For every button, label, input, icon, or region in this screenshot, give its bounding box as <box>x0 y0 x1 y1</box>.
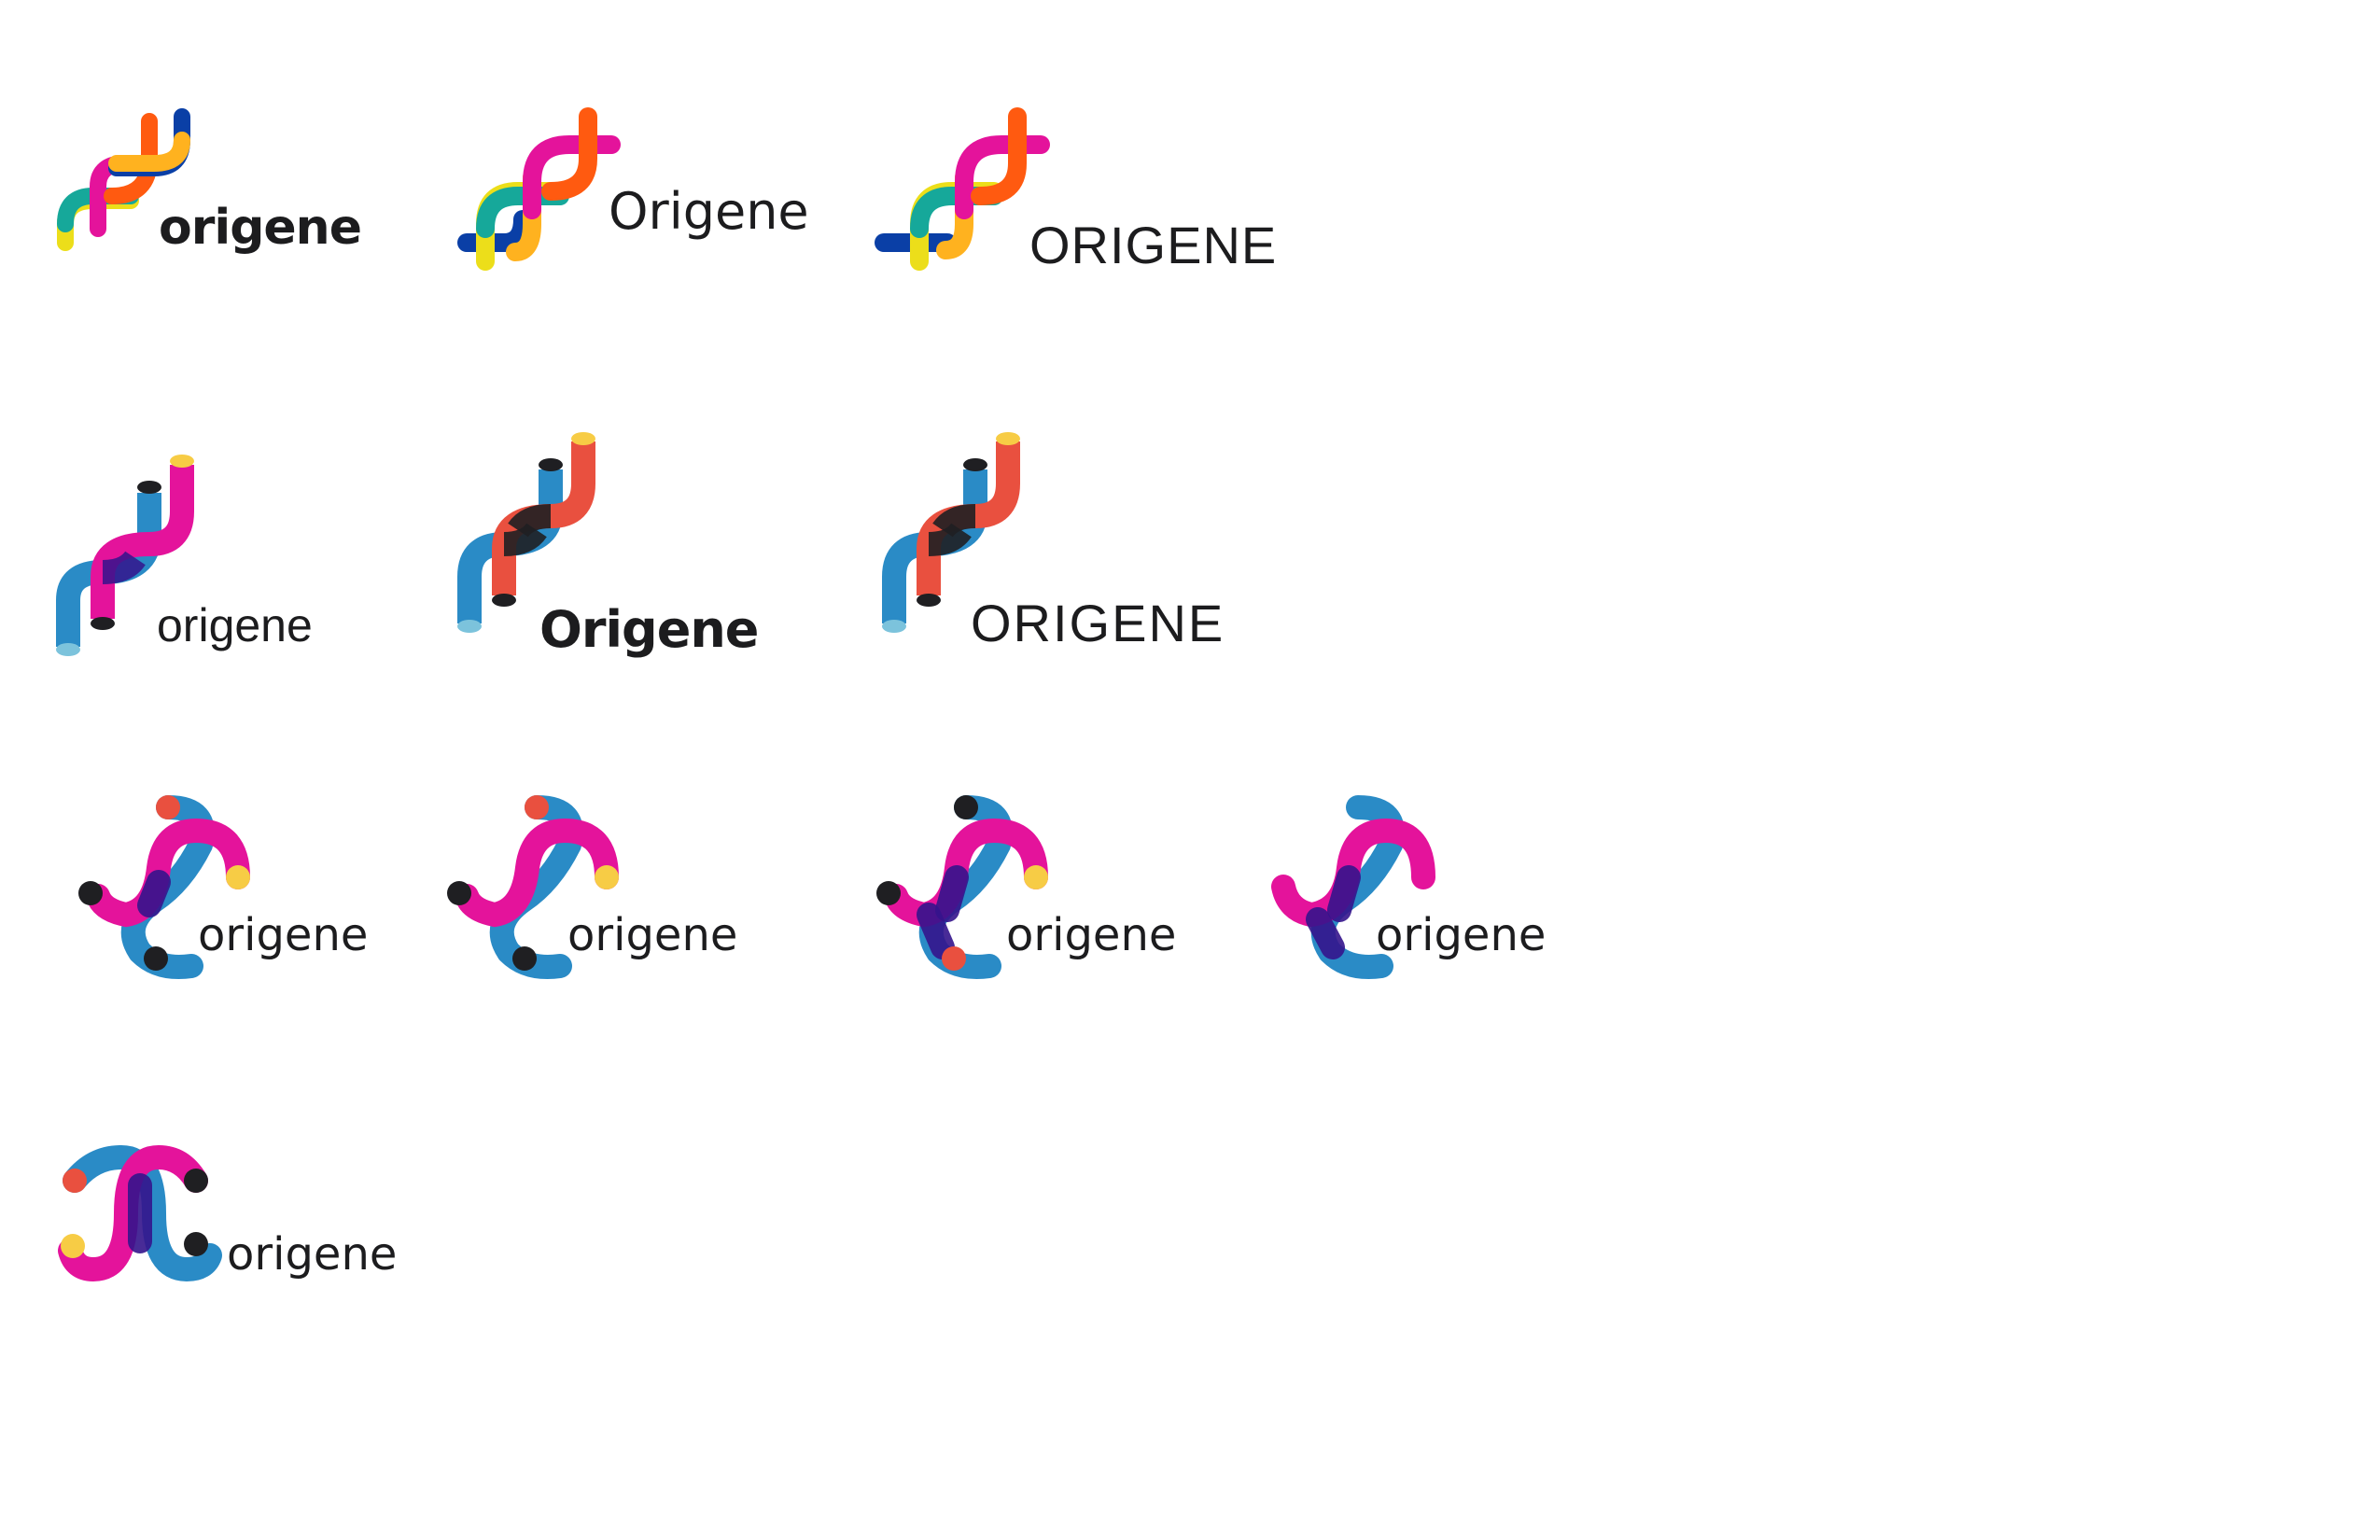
wordmark: origene <box>198 909 369 961</box>
swirl-mark-icon <box>1271 795 1435 979</box>
multicolor-helix-mark-icon <box>875 107 1050 271</box>
wordmark: ORIGENE <box>971 594 1225 652</box>
swirl-mark-icon <box>78 795 250 979</box>
wordmark: origene <box>1376 909 1547 961</box>
wordmark: origene <box>157 599 313 651</box>
tube-helix-mark-icon <box>56 455 194 656</box>
wordmark: Origene <box>539 600 759 659</box>
wordmark: Origene <box>609 182 809 241</box>
multicolor-helix-mark-icon <box>57 108 190 251</box>
wordmark: origene <box>567 909 738 961</box>
swirl-mark-icon <box>876 795 1048 979</box>
tube-helix-mark-icon <box>457 432 595 633</box>
wordmark: origene <box>159 200 362 256</box>
swirl-mark-icon <box>447 795 619 979</box>
multicolor-helix-mark-icon <box>457 107 621 271</box>
tube-helix-mark-icon <box>882 432 1020 633</box>
wordmark: origene <box>227 1228 398 1281</box>
interlocked-c-mark-icon <box>58 1144 222 1282</box>
wordmark: ORIGENE <box>1029 216 1278 274</box>
wordmark: origene <box>1006 909 1177 961</box>
